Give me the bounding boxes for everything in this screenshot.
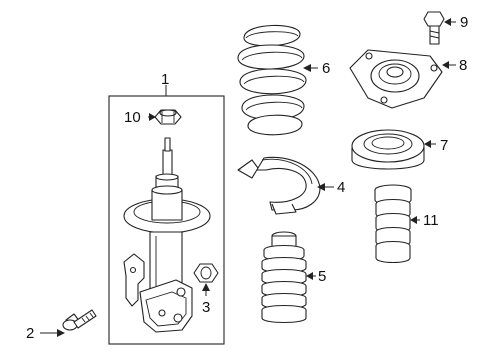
- bolt-2: [62, 309, 97, 331]
- spring-insulator: [237, 156, 321, 215]
- bolt-9: [423, 11, 445, 45]
- callout-7: 7: [440, 137, 448, 154]
- callout-4: 4: [337, 179, 345, 196]
- strut-rod: [155, 137, 179, 191]
- callout-9: 9: [460, 14, 468, 31]
- callout-labels: 1 2 3 4 5 6 7 8 9 10 11: [26, 14, 468, 342]
- callout-3: 3: [202, 299, 210, 316]
- strut-bearing: [351, 129, 425, 170]
- callout-8: 8: [459, 57, 467, 74]
- upper-nut: [154, 109, 182, 125]
- lower-spring-seat: [123, 185, 211, 234]
- leader-lines: [40, 18, 456, 337]
- callout-6: 6: [322, 60, 330, 77]
- strut-assembly-group: [108, 95, 225, 345]
- callout-10: 10: [124, 109, 141, 126]
- callout-1: 1: [161, 71, 169, 88]
- callout-2: 2: [26, 325, 34, 342]
- knuckle-bracket: [123, 253, 193, 333]
- nut-3: [193, 263, 219, 283]
- dust-boot: [261, 231, 307, 324]
- coil-spring: [237, 24, 307, 136]
- upper-mount: [349, 49, 443, 109]
- callout-11: 11: [423, 212, 439, 229]
- bump-stop: [374, 184, 412, 264]
- callout-5: 5: [318, 268, 326, 285]
